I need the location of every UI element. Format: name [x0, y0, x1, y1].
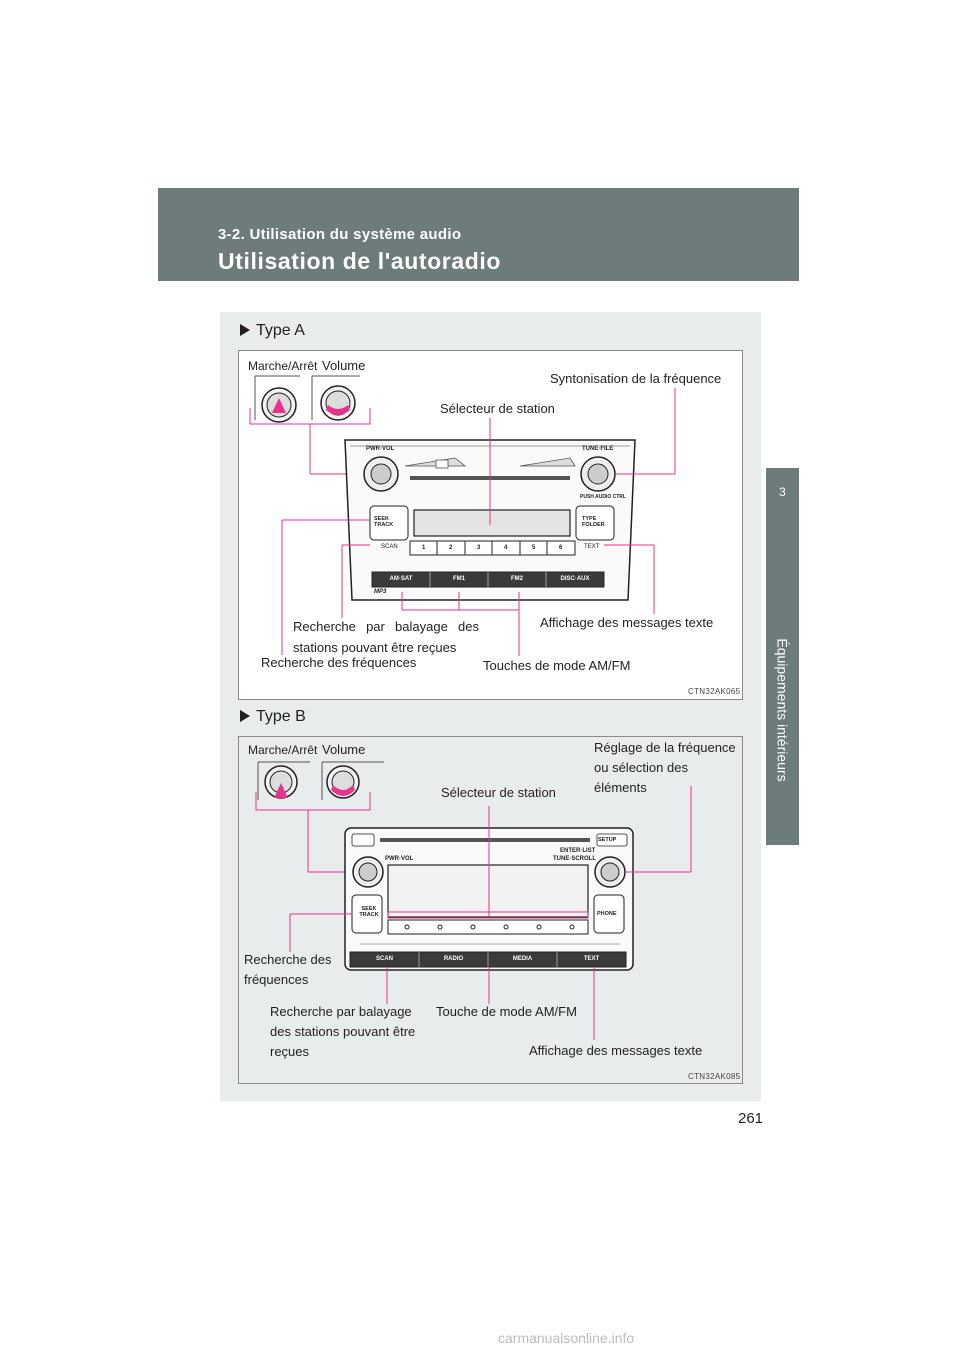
type-b-seek-callout: Recherche des fréquences: [244, 952, 332, 987]
type-a-preset-1[interactable]: 1: [422, 545, 426, 551]
type-a-fm2-button[interactable]: FM2: [511, 576, 523, 582]
type-a-disc-aux-button[interactable]: DISC·AUX: [560, 576, 590, 582]
chapter-header: [158, 188, 799, 281]
arrow-right-icon: [240, 323, 250, 336]
type-a-figure-code: CTN32AK065: [688, 687, 741, 696]
type-b-power-callout: Marche/Arrêt: [248, 743, 318, 757]
type-b-text-callout: Affichage des messages texte: [529, 1043, 703, 1058]
type-b-enter-list-label: ENTER·LIST: [560, 848, 596, 854]
type-b-media-button[interactable]: MEDIA: [512, 956, 533, 962]
type-a-text-callout: Affichage des messages texte: [540, 615, 714, 630]
type-b-volume-callout: Volume: [322, 742, 366, 757]
type-b-scan-callout: Recherche par balayage des stations pouv…: [270, 1004, 416, 1059]
type-a-scan-button[interactable]: SCAN: [381, 544, 398, 550]
type-a-type-folder-button[interactable]: TYPE FOLDER: [582, 516, 605, 528]
type-a-power-knob-detail: [254, 375, 300, 423]
type-b-pwr-vol-label: PWR·VOL: [385, 856, 414, 862]
type-a-leader-lines: [281, 388, 676, 656]
chapter-side-tab[interactable]: [766, 468, 799, 845]
type-a-seek-callout: Recherche des fréquences: [261, 655, 417, 670]
type-b-leader-lines: [289, 786, 692, 1040]
type-b-power-knob-detail: [257, 761, 310, 800]
type-b-preset-callout: Sélecteur de station: [441, 785, 556, 800]
type-b-tune-callout: Réglage de la fréquence ou sélection des…: [594, 740, 736, 795]
type-a-scan-callout: Recherche par balayage des stations pouv…: [293, 619, 479, 655]
type-a-preset-2[interactable]: 2: [449, 545, 453, 551]
type-a-tune-callout: Syntonisation de la fréquence: [550, 371, 722, 386]
type-a-power-callout: Marche/Arrêt: [248, 359, 318, 373]
type-a-seek-track-button[interactable]: SEEK TRACK: [374, 516, 394, 528]
type-a-preset-6[interactable]: 6: [559, 545, 563, 551]
type-a-pwr-vol-label: PWR·VOL: [366, 446, 395, 452]
type-b-setup-button[interactable]: SETUP: [598, 837, 617, 843]
arrow-right-icon: [240, 709, 250, 722]
type-a-volume-callout: Volume: [322, 358, 366, 373]
type-a-label: Type A: [240, 322, 305, 340]
section-label: 3-2. Utilisation du système audio: [218, 226, 462, 243]
type-a-mode-callout: Touches de mode AM/FM: [483, 658, 631, 673]
watermark[interactable]: carmanualsonline.info: [498, 1330, 635, 1346]
type-a-volume-knob-detail: [311, 375, 360, 421]
type-b-label: Type B: [240, 708, 306, 726]
page-title: Utilisation de l'autoradio: [218, 248, 502, 274]
type-a-audio-ctrl-label: PUSH AUDIO CTRL: [580, 494, 626, 500]
type-b-text-button[interactable]: TEXT: [583, 956, 600, 962]
type-a-mp3-logo: MP3: [374, 589, 387, 595]
type-b-seek-track-button[interactable]: SEEK TRACK: [359, 906, 379, 918]
type-b-mode-callout: Touche de mode AM/FM: [436, 1004, 577, 1019]
type-a-preset-5[interactable]: 5: [532, 545, 536, 551]
type-b-tune-scroll-label: TUNE·SCROLL: [553, 856, 596, 862]
type-b-volume-knob-detail: [321, 761, 384, 800]
chapter-number: 3: [779, 485, 786, 499]
type-b-figure-code: CTN32AK085: [688, 1072, 741, 1081]
type-b-phone-button[interactable]: PHONE: [597, 911, 617, 917]
type-a-preset-3[interactable]: 3: [477, 545, 481, 551]
type-b-figure: [238, 736, 743, 1084]
type-a-preset-4[interactable]: 4: [504, 545, 508, 551]
type-a-tune-file-label: TUNE·FILE: [582, 446, 614, 452]
type-b-radio-button[interactable]: RADIO: [443, 956, 464, 962]
type-a-fm1-button[interactable]: FM1: [453, 576, 465, 582]
page-number: 261: [738, 1110, 764, 1127]
type-a-am-sat-button[interactable]: AM·SAT: [389, 576, 413, 582]
type-a-preset-callout: Sélecteur de station: [440, 401, 555, 416]
type-a-text-button[interactable]: TEXT: [584, 544, 600, 550]
type-b-scan-button[interactable]: SCAN: [375, 956, 393, 962]
